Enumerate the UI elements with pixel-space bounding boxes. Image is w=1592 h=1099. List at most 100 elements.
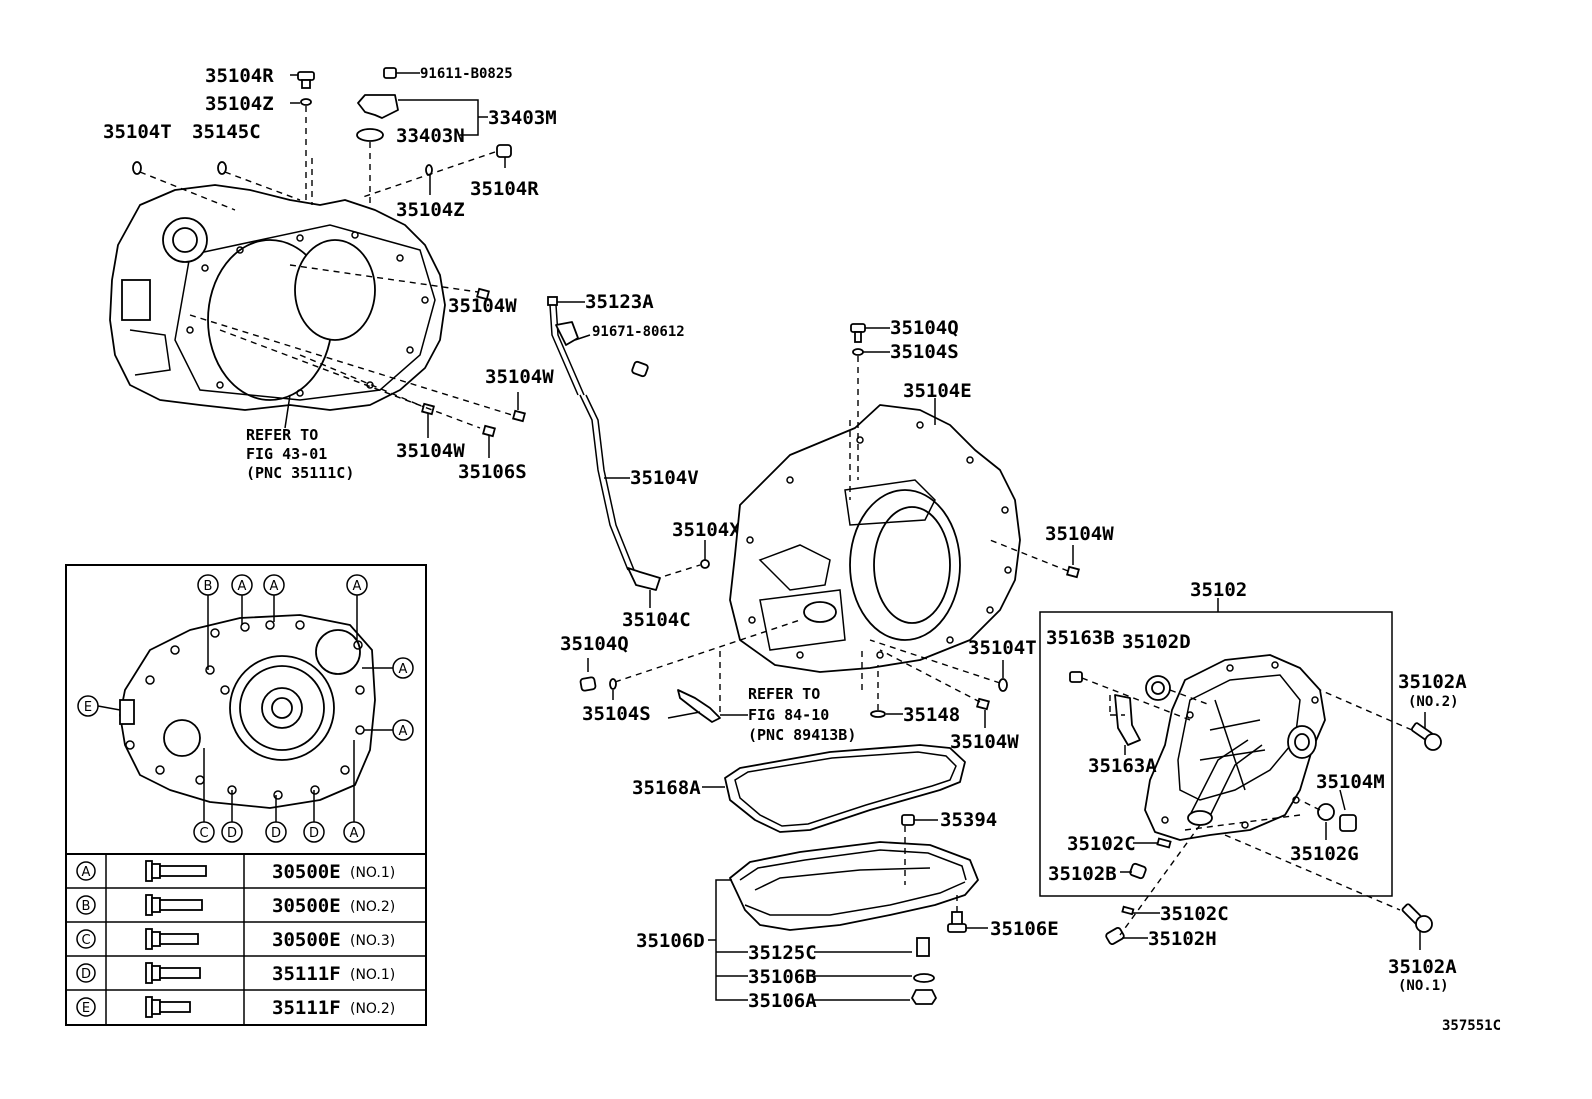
label-91671: 91671-80612 — [592, 324, 685, 340]
svg-text:C: C — [81, 933, 90, 948]
bolt-row-d: D 35111F (NO.1) — [76, 962, 395, 985]
svg-text:A: A — [353, 579, 362, 594]
label-35104M: 35104M — [1316, 771, 1385, 793]
callout-bottom-d3: D — [303, 790, 325, 843]
callout-bottom-d1: D — [221, 790, 243, 843]
label-35104Q-top: 35104Q — [890, 317, 959, 339]
note-refer2-line3: (PNC 89413B) — [748, 726, 856, 744]
callout-bottom-a: A — [343, 740, 365, 843]
callout-left-e: E — [77, 695, 121, 717]
callout-top-a3: A — [346, 574, 368, 640]
leader-lines-pan — [702, 786, 988, 1001]
svg-text:D: D — [309, 826, 319, 841]
svg-text:(NO.3): (NO.3) — [350, 933, 395, 949]
label-35104E: 35104E — [903, 380, 972, 402]
svg-text:D: D — [271, 826, 281, 841]
svg-text:(NO.1): (NO.1) — [350, 967, 395, 983]
label-35104V: 35104V — [630, 467, 699, 489]
label-35106E: 35106E — [990, 918, 1059, 940]
label-91611: 91611-B0825 — [420, 66, 513, 82]
callout-top-a1: A — [231, 574, 253, 625]
label-35104R-right: 35104R — [470, 178, 539, 200]
note-refer2-line2: FIG 84-10 — [748, 706, 829, 724]
inset-callouts: B A A A A A E — [77, 574, 414, 843]
leader-lines-left — [139, 72, 519, 458]
label-35102A-no2-sub: (NO.2) — [1408, 694, 1459, 710]
labels-left: 35104R 35104Z 91611-B0825 33403M 33403N … — [103, 65, 557, 483]
label-35106B: 35106B — [748, 966, 817, 988]
svg-text:30500E: 30500E — [272, 861, 341, 883]
svg-text:A: A — [270, 579, 279, 594]
figure-code: 357551C — [1442, 1018, 1501, 1034]
leader-lines-center — [587, 327, 1074, 728]
bolt-icon — [145, 962, 201, 984]
labels-middle: 35123A 91671-80612 35104V 35104X 35104C — [585, 291, 741, 631]
bolt-icon — [145, 928, 199, 950]
label-35104W-5: 35104W — [950, 731, 1019, 753]
label-35104Q-low: 35104Q — [560, 633, 629, 655]
label-35102G: 35102G — [1290, 843, 1359, 865]
dipstick-tube — [547, 296, 710, 608]
labels-pan: 35168A 35394 35106D 35125C 35106B 35106A… — [632, 777, 1059, 1012]
label-35106A: 35106A — [748, 990, 817, 1012]
callout-right-a2: A — [364, 719, 414, 741]
bolt-inset — [65, 564, 427, 1026]
label-35145C: 35145C — [192, 121, 261, 143]
label-35104Z-right: 35104Z — [396, 199, 465, 221]
label-35104R-top: 35104R — [205, 65, 274, 87]
callout-bottom-c: C — [193, 748, 215, 843]
svg-text:A: A — [399, 662, 408, 677]
svg-text:35111F: 35111F — [272, 997, 341, 1019]
label-33403N: 33403N — [396, 125, 465, 147]
label-35102D: 35102D — [1122, 631, 1191, 653]
svg-text:30500E: 30500E — [272, 895, 341, 917]
label-35104W-2: 35104W — [485, 366, 554, 388]
callout-top-b: B — [197, 574, 219, 670]
transaxle-case-center — [579, 323, 1080, 723]
label-35394: 35394 — [940, 809, 997, 831]
svg-text:(NO.2): (NO.2) — [350, 1001, 395, 1017]
bolt-icon — [145, 860, 207, 882]
small-parts-top-left — [132, 67, 526, 438]
svg-text:D: D — [81, 967, 91, 982]
labels-center: 35104Q 35104S 35104E 35104W 35104Q 35104… — [560, 317, 1114, 753]
label-35104X: 35104X — [672, 519, 741, 541]
bolt-row-c: C 30500E (NO.3) — [76, 928, 395, 951]
labels-right: 35102 35163B 35102D 35102A (NO.2) 35163A… — [1046, 579, 1467, 994]
svg-text:A: A — [350, 826, 359, 841]
label-35163B: 35163B — [1046, 627, 1115, 649]
label-35104S-top: 35104S — [890, 341, 959, 363]
label-35102A-no1-sub: (NO.1) — [1398, 978, 1449, 994]
svg-text:E: E — [84, 700, 92, 715]
label-35104W-4: 35104W — [1045, 523, 1114, 545]
svg-text:30500E: 30500E — [272, 929, 341, 951]
oil-pan-assembly — [724, 744, 979, 1005]
transaxle-housing-left — [109, 184, 446, 411]
callout-top-a2: A — [263, 574, 285, 622]
label-35104Z-top: 35104Z — [205, 93, 274, 115]
callout-bottom-d2: D — [265, 795, 287, 843]
label-35104W-1: 35104W — [448, 295, 517, 317]
label-35102C-2: 35102C — [1160, 903, 1229, 925]
svg-text:A: A — [82, 865, 91, 880]
svg-text:A: A — [238, 579, 247, 594]
label-35104W-3: 35104W — [396, 440, 465, 462]
label-35168A: 35168A — [632, 777, 701, 799]
note-refer1-line2: FIG 43-01 — [246, 445, 327, 463]
svg-text:(NO.2): (NO.2) — [350, 899, 395, 915]
label-35102A-no1: 35102A — [1388, 956, 1457, 978]
extension-housing-box — [1039, 598, 1442, 945]
svg-text:B: B — [204, 579, 213, 594]
svg-text:35111F: 35111F — [272, 963, 341, 985]
svg-text:(NO.1): (NO.1) — [350, 865, 395, 881]
note-refer2-line1: REFER TO — [748, 685, 820, 703]
bolt-row-e: E 35111F (NO.2) — [76, 996, 395, 1019]
label-35102: 35102 — [1190, 579, 1247, 601]
bolt-icon — [145, 894, 203, 916]
callout-right-a1: A — [362, 657, 414, 679]
svg-text:D: D — [227, 826, 237, 841]
svg-text:A: A — [399, 724, 408, 739]
label-35125C: 35125C — [748, 942, 817, 964]
label-35102B: 35102B — [1048, 863, 1117, 885]
